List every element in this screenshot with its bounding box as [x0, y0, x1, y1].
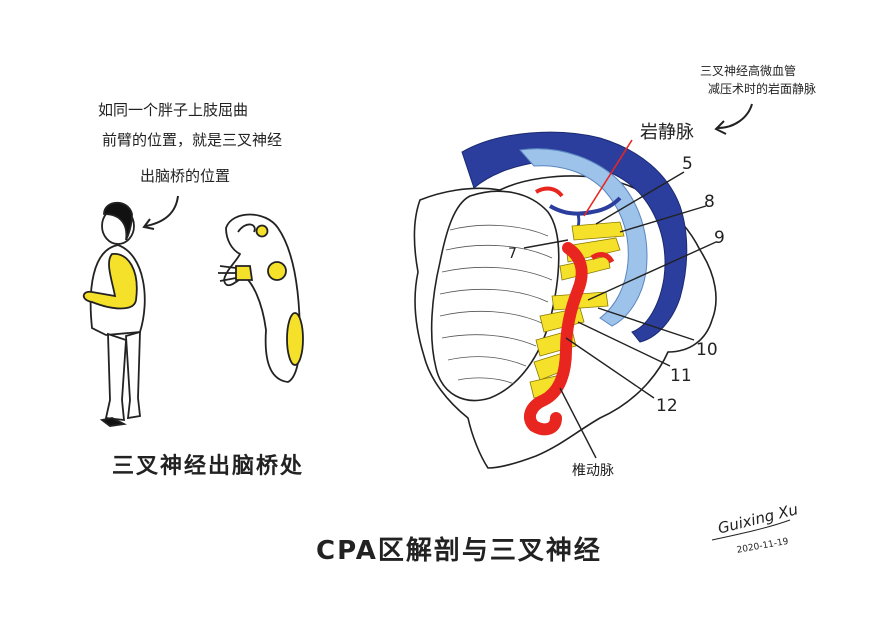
label-11: 11	[670, 366, 692, 386]
sinus-light-blue	[519, 148, 648, 327]
left-note-line2: 前臂的位置，就是三叉神经	[102, 131, 283, 149]
leader-10	[597, 307, 695, 341]
page-title: CPA区解剖与三叉神经	[316, 536, 602, 566]
left-note-line3: 出脑桥的位置	[140, 167, 231, 185]
yellow-dot-middle	[267, 261, 287, 281]
note-arrow-left	[145, 195, 179, 227]
label-12: 12	[656, 396, 678, 416]
vertebral-artery	[523, 242, 588, 436]
cpa-anatomy-drawing	[413, 103, 753, 469]
leader-11	[577, 321, 671, 367]
cerebellum	[430, 190, 560, 402]
label-5: 5	[682, 154, 693, 174]
label-10: 10	[696, 340, 718, 360]
petrosal-pointer	[583, 139, 633, 217]
upper-artery	[534, 186, 564, 198]
brainstem-arm-sketch	[218, 213, 304, 383]
chubby-person-figure	[82, 201, 146, 427]
yellow-oval-bottom	[286, 312, 304, 366]
leader-5	[595, 171, 685, 225]
left-caption: 三叉神经出脑桥处	[112, 454, 305, 479]
petrosal-vein	[548, 196, 622, 216]
label-9: 9	[714, 228, 725, 248]
right-note-line1: 三叉神经高微血管	[700, 64, 797, 78]
right-note-line2: 减压术时的岩面静脉	[708, 82, 817, 96]
note-arrow-right	[717, 103, 753, 129]
label-7: 7	[508, 246, 517, 262]
leader-vertebral	[559, 387, 597, 459]
leader-8	[619, 205, 707, 233]
signature-underline	[711, 519, 791, 541]
left-note-line1: 如同一个胖子上肢屈曲	[98, 101, 249, 119]
leader-12	[565, 337, 655, 399]
yellow-dot-top	[255, 224, 269, 238]
person-arm	[82, 253, 138, 310]
label-petrosal-vein: 岩静脉	[640, 122, 694, 143]
leader-9	[587, 241, 717, 301]
label-vertebral-artery: 椎动脉	[572, 463, 614, 479]
leader-7	[523, 239, 569, 249]
label-8: 8	[704, 192, 715, 212]
nerve-root-bundle	[235, 265, 254, 281]
person-hair	[103, 201, 133, 241]
